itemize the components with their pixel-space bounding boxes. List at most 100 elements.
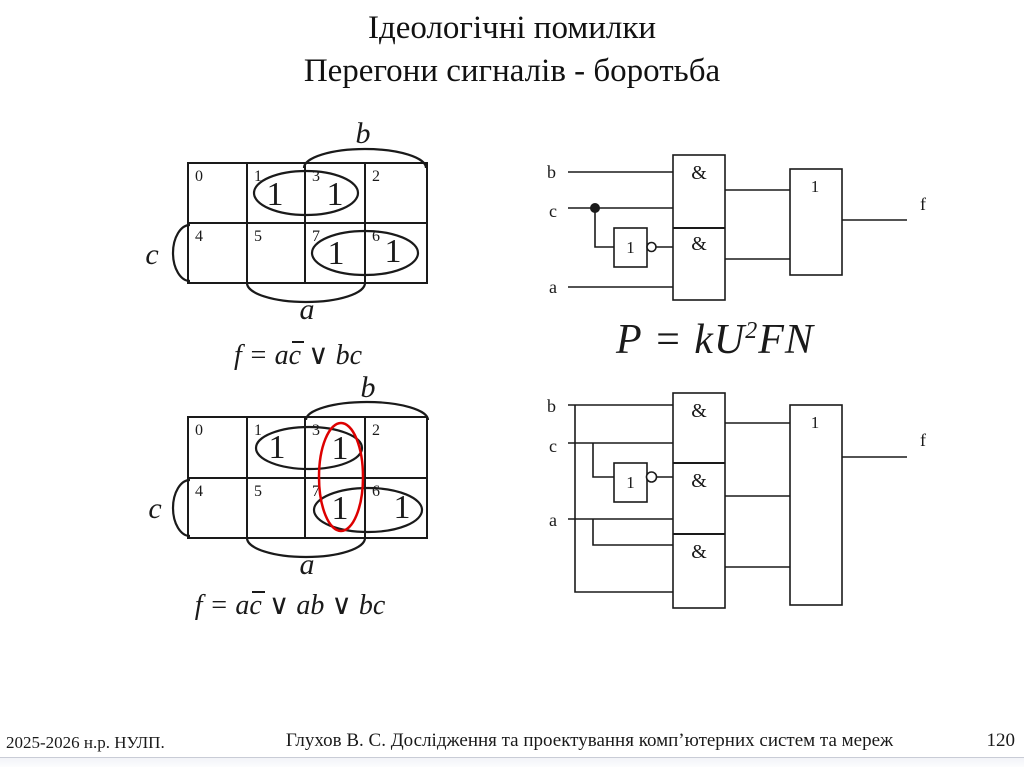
formula-power-exponent: 2 <box>745 318 759 344</box>
circuit1-or-gate-box <box>789 168 843 276</box>
kmap2-b-arc <box>304 400 430 421</box>
kmap1-labels: b c a <box>145 117 370 326</box>
kmap1-one-cell1: 1 <box>267 176 284 213</box>
circuit2-input-c-label: c <box>549 436 557 456</box>
formula-f2: f = ac ∨ ab ∨ bc <box>170 588 410 622</box>
kmap1-one-cell6: 1 <box>385 233 402 270</box>
circuit2-not-bubble <box>645 471 658 483</box>
karnaugh-map-1: 0 1 3 2 4 5 7 6 1 1 1 1 b c a <box>145 117 428 326</box>
kmap2-cell-3: 3 <box>312 422 320 439</box>
slide-title-line2: Перегони сигналів - боротьба <box>303 53 721 89</box>
circuit2-wires <box>568 404 907 593</box>
kmap2-label-c: c <box>148 492 161 525</box>
kmap1-cell-0: 0 <box>195 168 203 185</box>
circuit2-not-gate-label: 1 <box>626 473 635 492</box>
footer-year-org: 2025-2026 н.р. НУЛП. <box>6 733 165 752</box>
kmap1-ones: 1 1 1 1 <box>267 176 402 272</box>
kmap2-cell-0: 0 <box>195 422 203 439</box>
kmap1-cell-3: 3 <box>312 168 320 185</box>
formula-f1-pre: f = a <box>233 340 289 371</box>
kmap1-cell-2: 2 <box>372 168 380 185</box>
kmap1-groups <box>171 147 428 304</box>
circuit1-wires <box>568 171 907 288</box>
formula-f1: f = ac ∨ bc <box>198 338 398 372</box>
slide-title: Ідеологічні помилки Перегони сигналів - … <box>0 7 1024 93</box>
circuit1-not-gate-label: 1 <box>626 238 635 257</box>
circuit2-input-b-label: b <box>547 396 556 416</box>
circuit2-and-block-box <box>672 392 726 609</box>
circuit1-or-gate-label: 1 <box>811 177 820 196</box>
kmap1-c-arc <box>171 223 191 283</box>
circuit1-texts: b c a 1 & & 1 f <box>547 162 926 297</box>
kmap1-grid <box>187 162 428 284</box>
formula-power-pre: P = kU <box>616 317 746 363</box>
circuit1-not-bubble <box>646 241 657 253</box>
logic-circuit-2: b c a 1 & & & 1 f <box>547 392 926 609</box>
kmap1-label-b: b <box>356 117 371 150</box>
kmap1-group-oval-76 <box>310 229 420 277</box>
kmap2-cell-5: 5 <box>254 483 262 500</box>
circuit2-and-bottom-label: & <box>691 541 707 563</box>
slide-title-line1: Ідеологічні помилки <box>367 10 657 46</box>
circuit2-or-gate-box <box>789 404 843 606</box>
kmap2-label-b: b <box>361 371 376 404</box>
kmap2-cell-1: 1 <box>254 422 262 439</box>
formula-power: P = kU2FN <box>580 316 850 364</box>
circuit2-texts: b c a 1 & & & 1 f <box>547 396 926 563</box>
kmap1-cell-4: 4 <box>195 228 203 245</box>
kmap1-cell-6: 6 <box>372 228 380 245</box>
kmap2-cell-4: 4 <box>195 483 203 500</box>
kmap2-cell-7: 7 <box>312 483 320 500</box>
kmap1-one-cell3: 1 <box>327 176 344 213</box>
formula-f2-pre: f = a <box>194 590 250 621</box>
kmap1-b-arc <box>302 147 428 169</box>
formula-f2-post: ∨ ab ∨ bc <box>261 590 386 621</box>
footer-course-title: Глухов В. С. Дослідження та проектування… <box>285 730 894 751</box>
kmap1-cell-7: 7 <box>312 228 320 245</box>
kmap2-label-a: a <box>300 548 315 581</box>
kmap1-one-cell7: 1 <box>328 235 345 272</box>
kmap1-a-arc <box>245 282 367 304</box>
kmap2-group-oval-13 <box>254 425 364 471</box>
kmap1-cell-1: 1 <box>254 168 262 185</box>
circuit2-and-mid-label: & <box>691 470 707 492</box>
circuit1-input-b-label: b <box>547 162 556 182</box>
kmap2-groups <box>171 400 430 559</box>
kmap1-cell-numbers: 0 1 3 2 4 5 7 6 <box>195 168 380 245</box>
kmap2-one-cell7: 1 <box>332 490 349 527</box>
footer-page-number: 120 <box>986 730 1016 751</box>
kmap1-label-c: c <box>145 238 158 271</box>
circuit1-input-c-label: c <box>549 201 557 221</box>
circuit1-and-top-label: & <box>691 162 707 184</box>
circuit2-not-gate-box <box>613 462 648 503</box>
kmap2-cell-2: 2 <box>372 422 380 439</box>
formula-f1-post: ∨ bc <box>301 340 363 371</box>
circuit1-input-a-label: a <box>549 277 557 297</box>
kmap1-label-a: a <box>300 293 315 326</box>
circuit1-and-bottom-label: & <box>691 233 707 255</box>
formula-f1-overlined-c: c <box>288 340 305 371</box>
kmap2-ones: 1 1 1 1 <box>269 429 411 527</box>
kmap2-one-cell3: 1 <box>332 430 349 467</box>
kmap2-one-cell6: 1 <box>394 489 411 526</box>
kmap2-grid <box>187 416 428 539</box>
circuit2-or-gate-label: 1 <box>811 413 820 432</box>
kmap2-a-arc <box>245 537 367 559</box>
kmap2-cell-6: 6 <box>372 483 380 500</box>
circuit2-input-a-label: a <box>549 510 557 530</box>
kmap2-c-arc <box>171 478 191 538</box>
circuit2-output-f-label: f <box>920 430 926 450</box>
kmap2-cell-numbers: 0 1 3 2 4 5 7 6 <box>195 422 380 500</box>
logic-circuit-1: b c a 1 & & 1 f <box>547 154 926 301</box>
kmap2-labels: b c a <box>148 371 375 581</box>
circuit1-junction-dot <box>590 203 600 213</box>
formula-power-post: FN <box>758 317 814 363</box>
kmap2-one-cell1: 1 <box>269 429 286 466</box>
kmap2-red-hazard-oval <box>317 421 365 533</box>
circuit2-and-top-label: & <box>691 400 707 422</box>
formula-f2-overlined-c: c <box>249 590 266 621</box>
circuit1-output-f-label: f <box>920 194 926 214</box>
kmap1-cell-5: 5 <box>254 228 262 245</box>
karnaugh-map-2: 0 1 3 2 4 5 7 6 1 1 1 1 b c a <box>148 371 430 581</box>
